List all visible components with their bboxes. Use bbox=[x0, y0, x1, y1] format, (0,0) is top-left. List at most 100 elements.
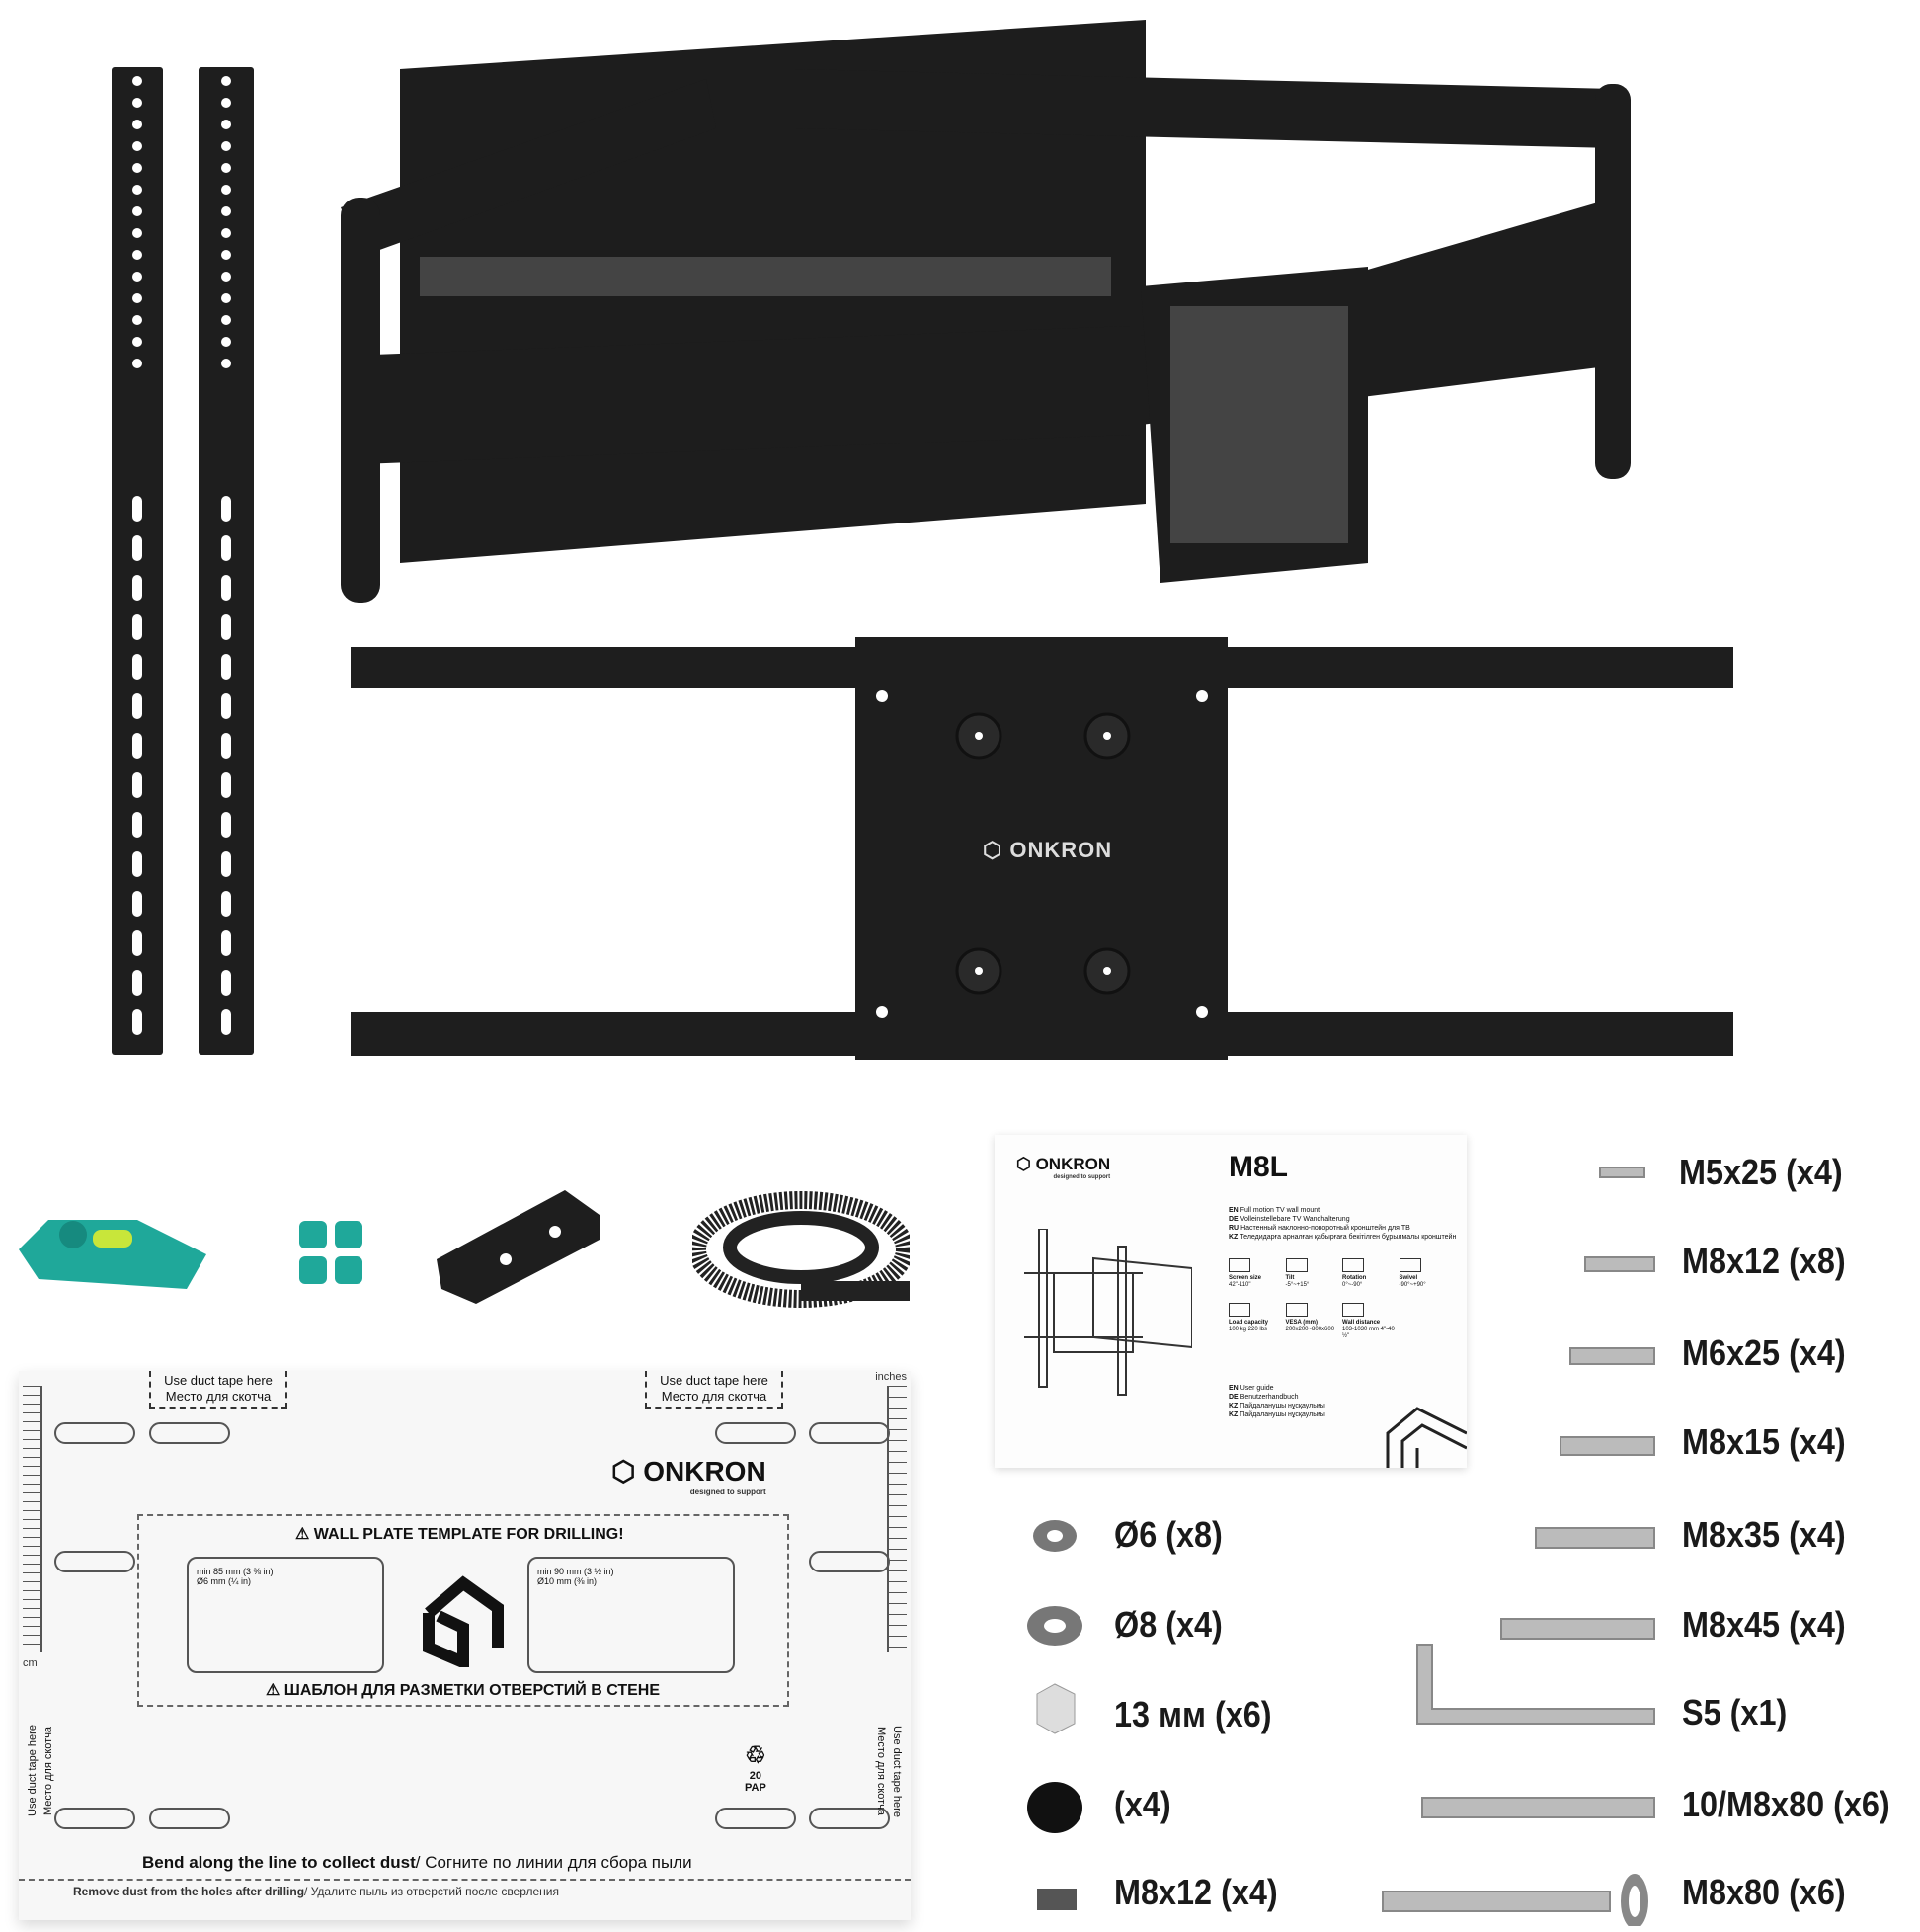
rail-hole bbox=[132, 250, 142, 260]
slot-hole bbox=[809, 1551, 890, 1572]
rail-slot bbox=[221, 654, 231, 680]
rail-hole bbox=[221, 315, 231, 325]
spec-item: Tilt-5°~+15° bbox=[1285, 1258, 1343, 1289]
spacer-clips bbox=[299, 1221, 362, 1284]
template-frame bbox=[137, 1514, 789, 1707]
part-m8x15: M8x15 (x4) bbox=[1682, 1421, 1846, 1462]
onkron-logo-icon: ⬡ bbox=[983, 838, 1010, 862]
rail-hole bbox=[221, 76, 231, 86]
part-m8x45: M8x45 (x4) bbox=[1682, 1604, 1846, 1645]
slot-hole bbox=[715, 1808, 796, 1829]
rail-hole bbox=[132, 272, 142, 282]
part-m8x12-x4: M8x12 (x4) bbox=[1114, 1872, 1278, 1912]
rail-slot bbox=[221, 1009, 231, 1035]
rail-hole bbox=[221, 120, 231, 129]
rail-slot bbox=[221, 970, 231, 996]
part-spacer: (x4) bbox=[1114, 1784, 1171, 1824]
rail-slot bbox=[132, 614, 142, 640]
rail-hole bbox=[132, 315, 142, 325]
remove-dust-instruction: Remove dust from the holes after drillin… bbox=[73, 1885, 559, 1898]
ruler-cm bbox=[23, 1386, 42, 1652]
rail-slot bbox=[132, 851, 142, 877]
rail-hole bbox=[132, 163, 142, 173]
hardware-icons bbox=[1027, 1167, 1655, 1926]
rail-hole bbox=[132, 98, 142, 108]
title-ru: ⚠ ШАБЛОН ДЛЯ РАЗМЕТКИ ОТВЕРСТИЙ В СТЕНЕ bbox=[266, 1682, 661, 1699]
rail-slot bbox=[132, 772, 142, 798]
rail-slot bbox=[221, 733, 231, 759]
slot-hole bbox=[809, 1808, 890, 1829]
rail-slot bbox=[132, 812, 142, 838]
vertical-rails bbox=[112, 67, 254, 1055]
onkron-logo-icon: ⬡ bbox=[1016, 1155, 1036, 1173]
rail-slot bbox=[132, 693, 142, 719]
rail-hole bbox=[132, 293, 142, 303]
ruler-inches bbox=[887, 1386, 907, 1652]
spec-item: Swivel-90°~+90° bbox=[1399, 1258, 1457, 1289]
rail-slot bbox=[132, 970, 142, 996]
rail-hole bbox=[221, 272, 231, 282]
part-washer-6: Ø6 (x8) bbox=[1114, 1514, 1223, 1555]
warning-icon: ⚠ bbox=[266, 1682, 284, 1699]
part-lag-bolt: M8x80 (x6) bbox=[1682, 1872, 1846, 1912]
bracket-piece bbox=[437, 1190, 600, 1304]
rail-hole bbox=[132, 185, 142, 195]
rail-slot bbox=[221, 575, 231, 601]
warning-icon: ⚠ bbox=[295, 1526, 314, 1543]
rail-slot bbox=[221, 851, 231, 877]
rail-slot bbox=[132, 1009, 142, 1035]
rail-hole bbox=[132, 206, 142, 216]
part-m6x25: M6x25 (x4) bbox=[1682, 1332, 1846, 1373]
rail-hole bbox=[132, 141, 142, 151]
rail-slot bbox=[221, 535, 231, 561]
rail-hole bbox=[221, 206, 231, 216]
part-s5-hex-key: S5 (x1) bbox=[1682, 1692, 1788, 1732]
part-m5x25: M5x25 (x4) bbox=[1679, 1152, 1843, 1192]
part-m8x35: M8x35 (x4) bbox=[1682, 1514, 1846, 1555]
guide-list: EN User guide DE Benutzerhandbuch KZ Пай… bbox=[1229, 1385, 1325, 1418]
rail-slot bbox=[132, 930, 142, 956]
rail-slot bbox=[132, 733, 142, 759]
bubble-level bbox=[19, 1220, 206, 1289]
description-list: EN Full motion TV wall mount DE Volleins… bbox=[1229, 1207, 1457, 1241]
wood-instructions: min 85 mm (3 ⅜ in)Ø6 mm (¼ in) bbox=[187, 1557, 384, 1673]
slot-hole bbox=[54, 1808, 135, 1829]
title-en: ⚠ WALL PLATE TEMPLATE FOR DRILLING! bbox=[295, 1526, 624, 1543]
rail-hole bbox=[132, 359, 142, 368]
spec-item: VESA (mm)200x200~800x600 bbox=[1285, 1303, 1343, 1340]
rail-slot bbox=[221, 930, 231, 956]
onkron-logo-icon: ⬡ bbox=[611, 1456, 644, 1487]
rail-hole bbox=[221, 293, 231, 303]
rail-hole bbox=[221, 359, 231, 368]
model-name: M8L bbox=[1229, 1151, 1288, 1183]
rail-slot bbox=[221, 614, 231, 640]
rail-hole bbox=[221, 337, 231, 347]
part-washer-8: Ø8 (x4) bbox=[1114, 1604, 1223, 1645]
rail-slot bbox=[132, 654, 142, 680]
slot-hole bbox=[54, 1422, 135, 1444]
rail-slot bbox=[221, 812, 231, 838]
rail-hole bbox=[132, 76, 142, 86]
mount-drawing bbox=[1024, 1229, 1192, 1396]
swing-arm-assembly bbox=[341, 20, 1631, 603]
rail-hole bbox=[132, 337, 142, 347]
slot-hole bbox=[715, 1422, 796, 1444]
rail-hole bbox=[221, 250, 231, 260]
plate-logo: ⬡ ONKRON bbox=[983, 838, 1113, 862]
bend-instruction: Bend along the line to collect dust/ Сог… bbox=[142, 1853, 692, 1872]
tv-plate-assembly bbox=[351, 637, 1733, 1060]
slot-hole bbox=[809, 1422, 890, 1444]
rail-hole bbox=[221, 98, 231, 108]
rail-slot bbox=[221, 693, 231, 719]
slot-hole bbox=[54, 1551, 135, 1572]
rail-slot bbox=[221, 772, 231, 798]
